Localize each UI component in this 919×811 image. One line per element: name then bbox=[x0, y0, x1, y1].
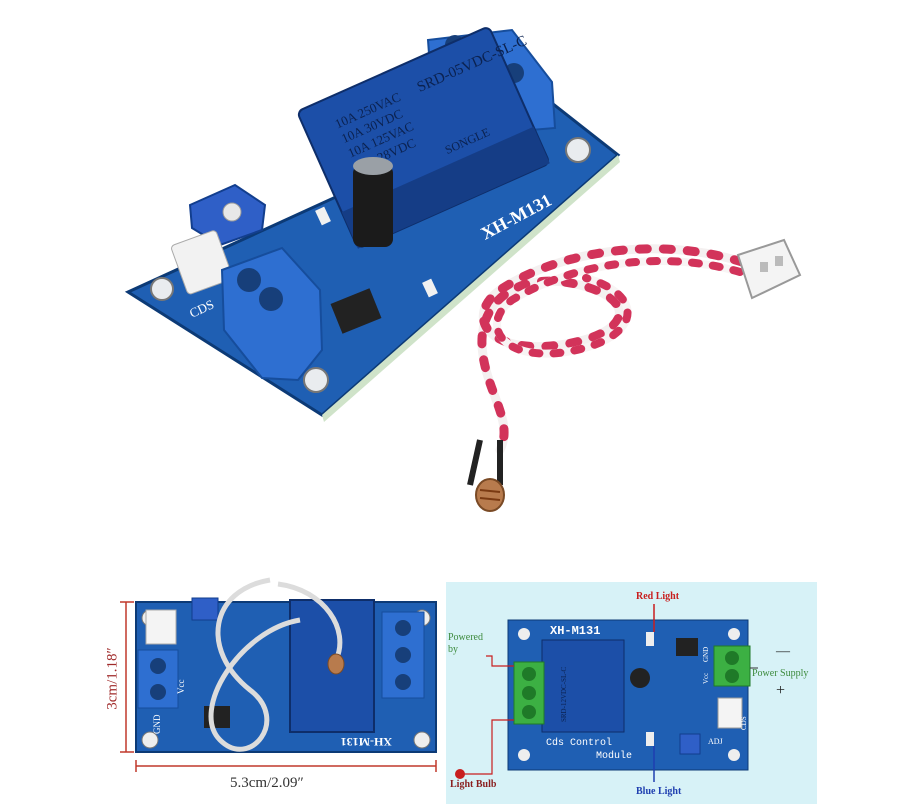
potentiometer bbox=[188, 183, 267, 247]
light-bulb-label: Light Bulb bbox=[450, 779, 497, 790]
ic-chip bbox=[330, 288, 382, 334]
mounting-hole bbox=[303, 367, 329, 393]
red-led bbox=[646, 632, 654, 646]
minus-label: — bbox=[776, 644, 790, 659]
blue-light-label: Blue Light bbox=[636, 786, 682, 797]
relay-model-text: SRD-12VDC-SL-C bbox=[560, 666, 568, 722]
power-screw-terminal bbox=[220, 246, 324, 382]
blue-led bbox=[646, 732, 654, 746]
sensor-cable bbox=[208, 577, 343, 752]
board-model-label: XH-M131 bbox=[550, 624, 600, 638]
mounting-hole bbox=[413, 731, 431, 749]
cds-connector bbox=[171, 230, 233, 295]
power-supply-label: Power Supply bbox=[752, 668, 809, 679]
mounting-hole bbox=[141, 731, 159, 749]
powered-by-label: Powered by bbox=[448, 632, 483, 655]
gnd-label: GND bbox=[152, 714, 162, 734]
wiring-diagram: XH-M131 Cds Control Module SRD-12VDC-SL-… bbox=[446, 582, 817, 804]
vcc-label: Vcc bbox=[176, 680, 186, 695]
board-name-label: Cds Control bbox=[546, 737, 612, 749]
ic-chip bbox=[204, 706, 230, 728]
plus-label: + bbox=[776, 682, 786, 699]
board-dimensions-illustration: GND Vcc XH-M131 bbox=[120, 577, 437, 772]
potentiometer bbox=[191, 597, 219, 621]
mounting-hole bbox=[565, 137, 591, 163]
vcc-label: Vcc bbox=[702, 673, 710, 684]
dimensions-photo: GND Vcc XH-M131 3cm/1.18″ 5.3cm/2.09″ bbox=[100, 570, 445, 806]
cds-connector bbox=[145, 609, 177, 645]
relay-module-illustration: 10A 250VAC 10A 30VDC 10A 125VAC 10A 28VD… bbox=[124, 27, 802, 512]
cds-connector bbox=[717, 697, 743, 729]
cable-connector bbox=[736, 238, 802, 300]
red-light-label: Red Light bbox=[636, 591, 680, 602]
powered-by-callout bbox=[486, 655, 514, 667]
wiring-diagram-graphic: XH-M131 Cds Control Module SRD-12VDC-SL-… bbox=[455, 604, 758, 782]
relay bbox=[541, 639, 625, 733]
top-product-photo: 10A 250VAC 10A 30VDC 10A 125VAC 10A 28VD… bbox=[124, 27, 802, 512]
ic-chip bbox=[676, 638, 698, 656]
smd-led bbox=[315, 206, 331, 226]
sensor-cable bbox=[477, 244, 747, 455]
light-bulb-callout bbox=[458, 719, 514, 775]
photoresistor bbox=[327, 653, 345, 675]
height-dimension-label: 3cm/1.18″ bbox=[104, 647, 121, 710]
board-name-label-2: Module bbox=[596, 750, 632, 762]
width-dimension-label: 5.3cm/2.09″ bbox=[230, 775, 304, 791]
photoresistor bbox=[467, 439, 505, 512]
cds-label: CDS bbox=[740, 716, 748, 730]
potentiometer bbox=[679, 733, 701, 755]
gnd-label: GND bbox=[702, 647, 710, 662]
smd-led bbox=[422, 278, 438, 298]
adj-label: ADJ bbox=[708, 737, 723, 746]
light-bulb-icon bbox=[455, 769, 465, 779]
board-model-label: XH-M131 bbox=[341, 735, 392, 749]
capacitor bbox=[353, 157, 393, 247]
mounting-hole bbox=[150, 277, 174, 301]
capacitor bbox=[630, 668, 650, 688]
